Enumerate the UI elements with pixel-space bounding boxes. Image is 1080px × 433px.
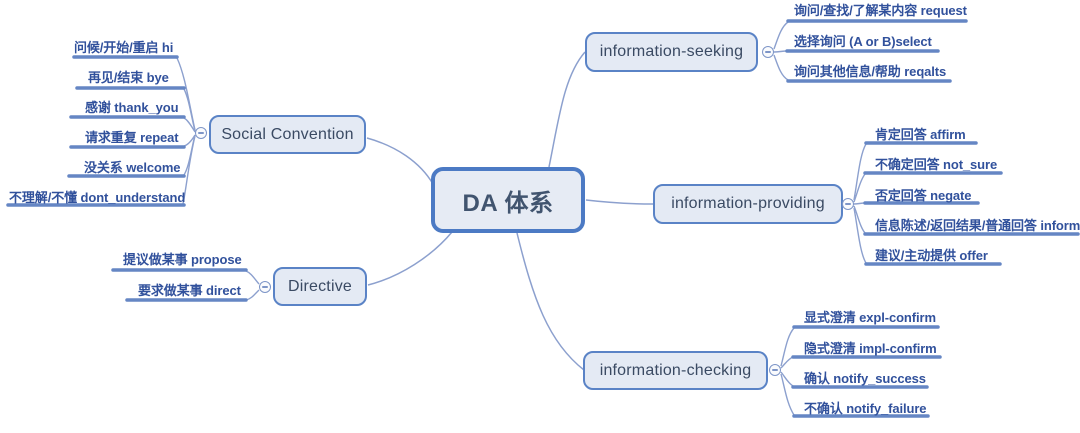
- child-topic[interactable]: 确认 notify_success: [804, 371, 926, 386]
- collapse-minus-icon-social-convention[interactable]: [195, 127, 207, 139]
- child-topic[interactable]: 建议/主动提供 offer: [875, 248, 988, 263]
- child-topic[interactable]: 询问其他信息/帮助 reqalts: [794, 64, 947, 79]
- branch-node-directive[interactable]: Directive: [273, 267, 367, 306]
- minus-bar: [765, 51, 771, 53]
- minus-bar: [262, 286, 268, 288]
- child-topic[interactable]: 隐式澄清 impl-confirm: [804, 341, 937, 356]
- child-topic[interactable]: 肯定回答 affirm: [875, 127, 966, 142]
- root-branch-connectors: [366, 51, 654, 371]
- root-node[interactable]: DA 体系: [431, 167, 585, 233]
- child-topic[interactable]: 不理解/不懂 dont_understand: [9, 190, 186, 205]
- branch-node-label: Social Convention: [221, 125, 354, 143]
- child-topic[interactable]: 选择询问 (A or B)select: [794, 34, 932, 49]
- child-topic[interactable]: 不确认 notify_failure: [804, 401, 927, 416]
- child-topic[interactable]: 要求做某事 direct: [138, 283, 241, 298]
- collapse-minus-icon-directive[interactable]: [259, 281, 271, 293]
- child-topic[interactable]: 不确定回答 not_sure: [875, 157, 998, 172]
- child-topic[interactable]: 否定回答 negate: [875, 188, 972, 203]
- child-topic[interactable]: 提议做某事 propose: [123, 252, 242, 267]
- child-topic[interactable]: 再见/结束 bye: [88, 70, 169, 85]
- child-topic[interactable]: 没关系 welcome: [84, 160, 181, 175]
- minus-bar: [845, 203, 851, 205]
- child-topic[interactable]: 显式澄清 expl-confirm: [804, 310, 936, 325]
- child-topic[interactable]: 问候/开始/重启 hi: [74, 40, 174, 55]
- collapse-minus-icon-information-checking[interactable]: [769, 364, 781, 376]
- minus-bar: [772, 369, 778, 371]
- minus-bar: [198, 132, 204, 134]
- child-topic[interactable]: 询问/查找/了解某内容 request: [794, 3, 967, 18]
- branch-node-label: Directive: [287, 277, 353, 295]
- collapse-minus-icon-information-providing[interactable]: [842, 198, 854, 210]
- collapse-minus-icon-information-seeking[interactable]: [762, 46, 774, 58]
- child-topic[interactable]: 信息陈述/返回结果/普通回答 inform: [875, 218, 1080, 233]
- branch-node-information-providing[interactable]: information-providing: [653, 184, 843, 224]
- branch-node-information-checking[interactable]: information-checking: [583, 351, 768, 390]
- branch-node-label: information-checking: [599, 361, 752, 379]
- branch-node-label: information-providing: [671, 195, 825, 212]
- child-underlines: [6, 19, 1080, 418]
- branch-node-label: information-seeking: [599, 43, 744, 60]
- branch-node-information-seeking[interactable]: information-seeking: [585, 32, 758, 72]
- branch-node-social-convention[interactable]: Social Convention: [209, 115, 366, 154]
- child-topic[interactable]: 请求重复 repeat: [85, 130, 179, 145]
- child-topic[interactable]: 感谢 thank_you: [85, 100, 179, 115]
- root-node-label: DA 体系: [462, 189, 554, 217]
